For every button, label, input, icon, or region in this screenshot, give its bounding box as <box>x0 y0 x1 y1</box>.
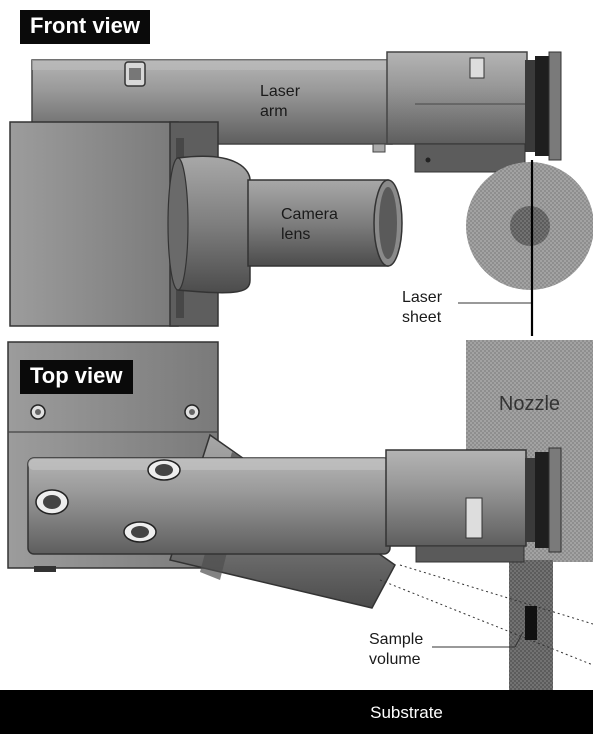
laser-sheet-label: Laser sheet <box>402 288 442 328</box>
camera-lens-label-line1: Camera <box>281 206 338 223</box>
camera-lens-barrel <box>247 179 389 267</box>
top-view-title: Top view <box>20 360 133 394</box>
nozzle-label: Nozzle <box>498 393 561 415</box>
nozzle-front-core <box>510 206 550 246</box>
sample-volume-label-line2: volume <box>369 651 421 668</box>
laser-arm-screw <box>123 521 157 543</box>
laser-arm-label: Laser arm <box>260 82 300 122</box>
substrate-label: Substrate <box>370 703 443 722</box>
laser-arm-screw <box>35 489 69 515</box>
laser-arm-label-line1: Laser <box>260 83 301 100</box>
top-view-drawing <box>7 340 593 690</box>
front-view-title: Front view <box>20 10 151 44</box>
fov-line-upper <box>399 564 593 625</box>
sample-volume-label-line1: Sample <box>369 631 424 648</box>
laser-head-top <box>385 449 527 547</box>
laser-mount-top <box>415 545 525 563</box>
laser-sheet-label-line1: Laser <box>402 289 443 306</box>
laser-arm-top <box>27 457 391 555</box>
front-view-drawing <box>9 51 593 336</box>
camera-lens-label: Camera lens <box>281 205 338 245</box>
laser-sheet-label-line2: sheet <box>402 309 442 326</box>
camera-lens-label-line2: lens <box>281 226 311 243</box>
laser-head <box>386 51 528 145</box>
fov-line-lower <box>379 579 593 666</box>
camera-lens-flange <box>177 155 251 294</box>
sample-volume-marker <box>525 606 537 640</box>
camera-body <box>9 121 179 327</box>
sample-volume-label: Sample volume <box>369 630 423 670</box>
substrate-bar <box>0 690 593 734</box>
laser-arm-screw <box>147 459 181 481</box>
laser-arm-label-line2: arm <box>260 103 288 120</box>
